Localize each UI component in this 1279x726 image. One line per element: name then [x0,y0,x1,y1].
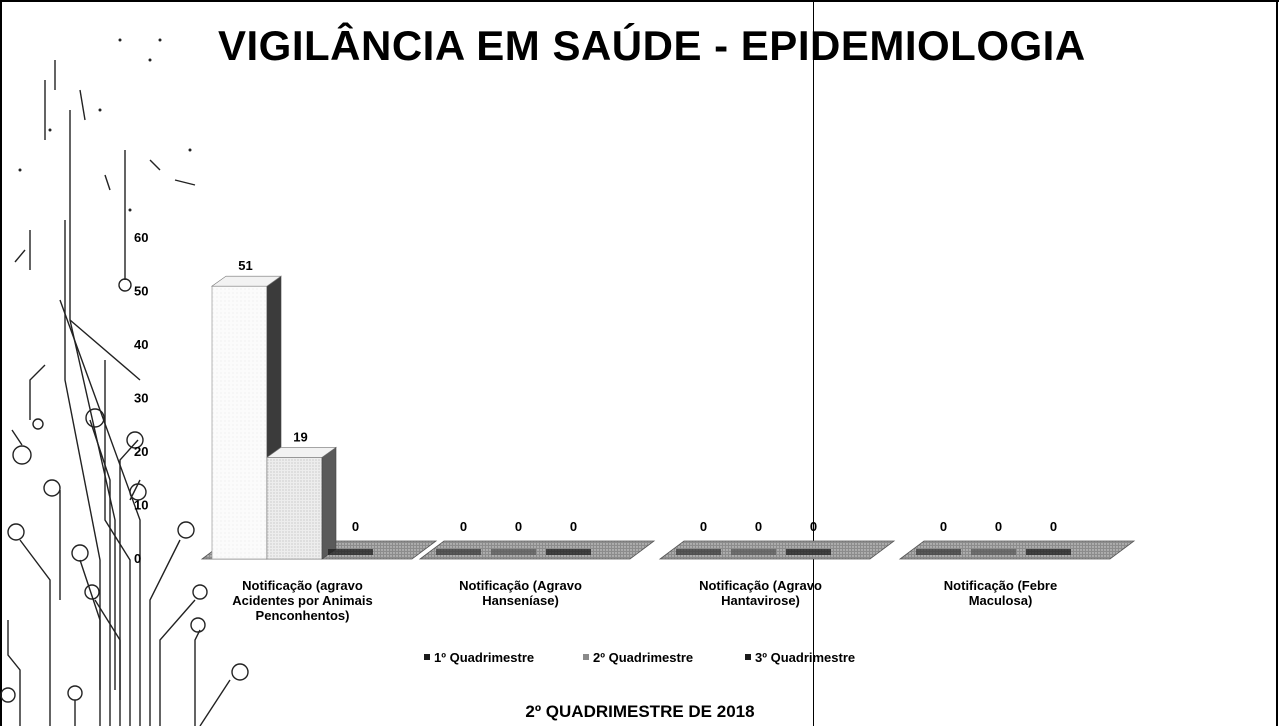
bar-zero [436,549,481,555]
y-tick-label: 0 [134,551,141,566]
legend-label: 2º Quadrimestre [593,650,693,665]
legend: 1º Quadrimestre 2º Quadrimestre 3º Quadrim… [424,650,855,665]
y-tick-label: 10 [134,498,148,513]
bar-zero [546,549,591,555]
category-label-line: Acidentes por Animais [232,593,372,608]
y-tick-label: 30 [134,391,148,406]
category-label-line: Hanseníase) [482,593,559,608]
frame-left-border [0,0,2,726]
data-label: 0 [1050,519,1057,534]
bars [211,275,1071,560]
data-label: 19 [293,429,307,444]
slide-title: VIGILÂNCIA EM SAÚDE - EPIDEMIOLOGIA [218,22,1086,69]
bar-top [266,447,337,458]
bar-zero [1026,549,1071,555]
bar-zero [676,549,721,555]
legend-label: 3º Quadrimestre [755,650,855,665]
bar-zero [731,549,776,555]
y-axis-ticks: 0 10 20 30 40 50 60 [134,230,148,566]
bar-zero [916,549,961,555]
frame-top-border [0,0,1279,2]
data-label: 0 [810,519,817,534]
bar-top [211,275,282,287]
data-label: 0 [515,519,522,534]
category-label-line: Maculosa) [969,593,1033,608]
data-labels: 51 19 0 0 0 0 0 0 0 0 0 0 [238,258,1057,534]
category-label-line: Notificação (Agravo [459,578,582,593]
center-guide-line [813,0,814,726]
bar [211,285,268,560]
category-label-line: Penconhentos) [256,608,350,623]
bar-side [321,446,337,560]
category-label-line: Notificação (agravo [242,578,363,593]
bar-zero [491,549,536,555]
data-label: 0 [995,519,1002,534]
bar-zero [786,549,831,555]
data-label: 0 [700,519,707,534]
frame-right-border [1276,0,1278,726]
circuit-decoration [0,38,249,726]
legend-swatch [424,654,430,660]
data-label: 0 [460,519,467,534]
bar [266,457,323,560]
bar-zero [971,549,1016,555]
y-tick-label: 60 [134,230,148,245]
category-label-line: Notificação (Agravo [699,578,822,593]
slide-footer: 2º QUADRIMESTRE DE 2018 [525,702,755,721]
y-tick-label: 20 [134,444,148,459]
legend-label: 1º Quadrimestre [434,650,534,665]
legend-swatch [745,654,751,660]
category-label-line: Notificação (Febre [944,578,1057,593]
data-label: 0 [755,519,762,534]
data-label: 0 [570,519,577,534]
bar-zero [328,549,373,555]
category-label-line: Hantavirose) [721,593,800,608]
data-label: 51 [238,258,252,273]
data-label: 0 [352,519,359,534]
data-label: 0 [940,519,947,534]
y-tick-label: 50 [134,284,148,299]
legend-swatch [583,654,589,660]
y-tick-label: 40 [134,337,148,352]
